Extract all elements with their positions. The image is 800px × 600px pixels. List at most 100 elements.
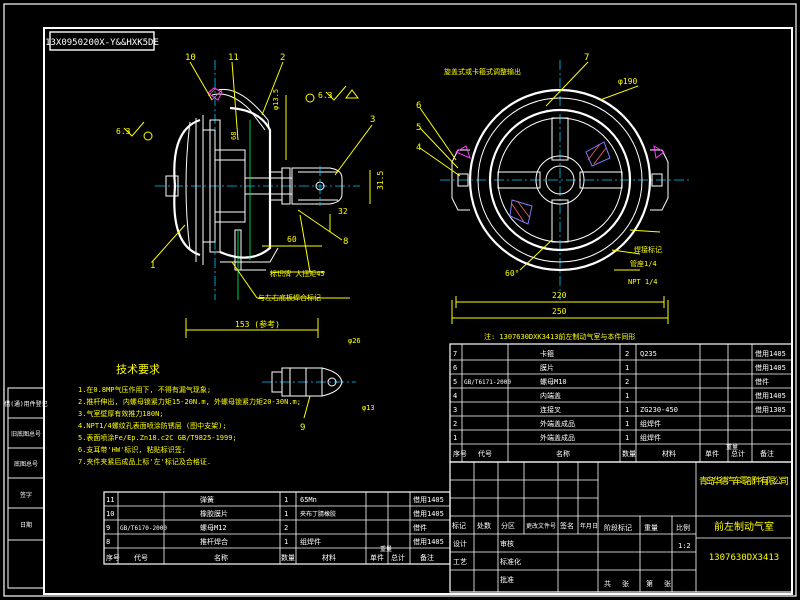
svg-text:备注: 备注 <box>760 449 774 458</box>
svg-text:1: 1 <box>284 510 288 518</box>
front-view: 220 250 φ190 60° 6 5 4 7 旋盖式或卡箍式调整输出 焊接标… <box>416 53 690 324</box>
svg-text:螺母M12: 螺母M12 <box>200 523 227 532</box>
svg-text:连接叉: 连接叉 <box>540 405 561 414</box>
dim-31-5: 31.5 <box>376 171 385 190</box>
svg-text:借用1305: 借用1305 <box>755 405 786 414</box>
balloon-8: 8 <box>343 237 348 247</box>
balloon-4: 4 <box>416 143 421 153</box>
sheet-note: 注: 1307630DXK3413前左制动气室与本件同形 <box>484 332 635 341</box>
tech-req-item-7: 7.夹件夹紧后成品上标'左'标记及合格证. <box>78 457 211 466</box>
svg-text:批准: 批准 <box>500 575 514 584</box>
svg-text:夹布丁腈橡胶: 夹布丁腈橡胶 <box>300 510 336 518</box>
annotation-label-torque: 标识牌 大扭矩45 <box>270 269 325 278</box>
svg-text:9: 9 <box>106 524 110 532</box>
drawing-title: 前左制动气室 <box>714 520 774 533</box>
svg-text:张: 张 <box>664 579 671 588</box>
svg-text:更改文件号: 更改文件号 <box>526 522 556 530</box>
sheet-outer-border <box>3 3 797 597</box>
svg-text:1: 1 <box>625 434 629 442</box>
svg-text:65Mn: 65Mn <box>300 496 317 504</box>
annotation-cap-adjust: 旋盖式或卡箍式调整输出 <box>444 67 521 76</box>
svg-text:组焊件: 组焊件 <box>300 537 321 546</box>
svg-text:7: 7 <box>453 350 457 358</box>
annotation-weld-mark: 与左右底板焊合标记 <box>258 293 321 302</box>
svg-text:组焊件: 组焊件 <box>640 419 661 428</box>
dim-60: 60 <box>287 235 297 244</box>
svg-text:序号: 序号 <box>106 553 120 562</box>
svg-text:设计: 设计 <box>453 539 467 548</box>
svg-text:签名: 签名 <box>560 521 574 530</box>
svg-text:借用1405: 借用1405 <box>413 509 444 518</box>
svg-text:外端盖成品: 外端盖成品 <box>540 419 575 428</box>
svg-text:审核: 审核 <box>500 539 514 548</box>
company-name: 青岛华德汽车零部件有限公司 <box>699 475 789 487</box>
tech-requirements: 技术要求 1.在0.8MP气压作用下, 不得有漏气现象; 2.推杆伸出, 内螺母… <box>78 363 301 466</box>
scale-value: 1:2 <box>678 542 691 550</box>
lower-bom-table: 11 弹簧 1 65Mn 借用1405 10 橡胶膜片 1 夹布丁腈橡胶 借用1… <box>103 491 451 565</box>
dim-220: 220 <box>552 291 567 300</box>
annotation-weld-label: 焊接标记 <box>634 245 662 254</box>
window-hatch-right <box>585 141 611 167</box>
balloon-3: 3 <box>370 115 375 125</box>
svg-text:重量: 重量 <box>644 524 658 532</box>
svg-text:数量: 数量 <box>622 449 636 458</box>
svg-text:外端盖成品: 外端盖成品 <box>540 433 575 442</box>
svg-text:总计: 总计 <box>391 553 405 562</box>
svg-text:序号: 序号 <box>453 449 467 458</box>
svg-text:8: 8 <box>106 538 110 546</box>
svg-text:组焊件: 组焊件 <box>640 433 661 442</box>
left-strip: 借(通)用件登记 旧底图总号 底图总号 签字 日期 <box>4 387 48 589</box>
balloon-2: 2 <box>280 53 285 63</box>
tech-req-item-1: 1.在0.8MP气压作用下, 不得有漏气现象; <box>78 385 211 394</box>
svg-text:10: 10 <box>106 510 114 518</box>
tech-req-item-5: 5.表面喷涂Fe/Ep.Zn18.c2C GB/T9825-1999; <box>78 433 237 442</box>
annotation-pipe-seat: 管座1/4 <box>630 259 657 268</box>
tech-req-item-3: 3.气室壁厚有效推力180N; <box>78 409 164 418</box>
svg-text:分区: 分区 <box>501 521 515 530</box>
svg-text:内端盖: 内端盖 <box>540 391 561 400</box>
svg-text:11: 11 <box>106 496 114 504</box>
sheet-code: 13X0950200X-Y&&HXK5DE <box>45 38 159 48</box>
svg-text:名称: 名称 <box>556 449 570 458</box>
svg-text:材料: 材料 <box>322 553 336 562</box>
svg-text:橡胶膜片: 橡胶膜片 <box>200 509 228 518</box>
drawing-number: 1307630DX3413 <box>709 553 779 563</box>
svg-text:材料: 材料 <box>662 449 676 458</box>
svg-text:3: 3 <box>453 406 457 414</box>
svg-text:重量: 重量 <box>380 545 392 553</box>
svg-text:弹簧: 弹簧 <box>200 495 214 504</box>
title-block: 标记 处数 分区 更改文件号 签名 年月日 设计 审核 工艺 标准化 批准 阶段… <box>449 461 793 593</box>
annotation-npt: NPT 1/4 <box>628 278 658 286</box>
svg-text:ZG230-450: ZG230-450 <box>640 406 678 414</box>
dim-13-5: φ13.5 <box>272 89 280 110</box>
svg-text:旧底图总号: 旧底图总号 <box>11 430 41 438</box>
svg-text:GB/T6170-2000: GB/T6170-2000 <box>120 525 167 532</box>
svg-text:日期: 日期 <box>20 521 32 529</box>
svg-text:共: 共 <box>604 579 611 588</box>
svg-text:2: 2 <box>284 524 288 532</box>
svg-text:2: 2 <box>453 420 457 428</box>
balloon-9: 9 <box>300 423 305 433</box>
svg-text:推杆焊合: 推杆焊合 <box>200 537 228 546</box>
svg-text:借(通)用件登记: 借(通)用件登记 <box>4 400 47 408</box>
svg-text:6.3: 6.3 <box>116 127 131 136</box>
svg-text:1: 1 <box>625 364 629 372</box>
svg-text:6: 6 <box>453 364 457 372</box>
svg-text:借件: 借件 <box>755 377 769 386</box>
svg-text:总计: 总计 <box>731 449 745 458</box>
svg-text:阶段标记: 阶段标记 <box>604 523 632 532</box>
side-view: 153 (参考) 60 32 31.5 φ13.5 68 10 11 2 3 8… <box>116 53 385 338</box>
detail-view-nut: 9 φ26 φ13 <box>262 337 375 433</box>
svg-text:名称: 名称 <box>214 553 228 562</box>
balloon-5: 5 <box>416 123 421 133</box>
svg-text:5: 5 <box>453 378 457 386</box>
svg-text:借用1405: 借用1405 <box>755 391 786 400</box>
dim-phi13: φ13 <box>362 404 375 412</box>
dim-phi190: φ190 <box>618 77 637 86</box>
svg-text:1: 1 <box>284 538 288 546</box>
svg-text:底图总号: 底图总号 <box>14 460 38 468</box>
tech-req-title: 技术要求 <box>116 363 160 376</box>
svg-text:1: 1 <box>625 406 629 414</box>
svg-text:1: 1 <box>453 434 457 442</box>
svg-text:6.3: 6.3 <box>318 91 333 100</box>
